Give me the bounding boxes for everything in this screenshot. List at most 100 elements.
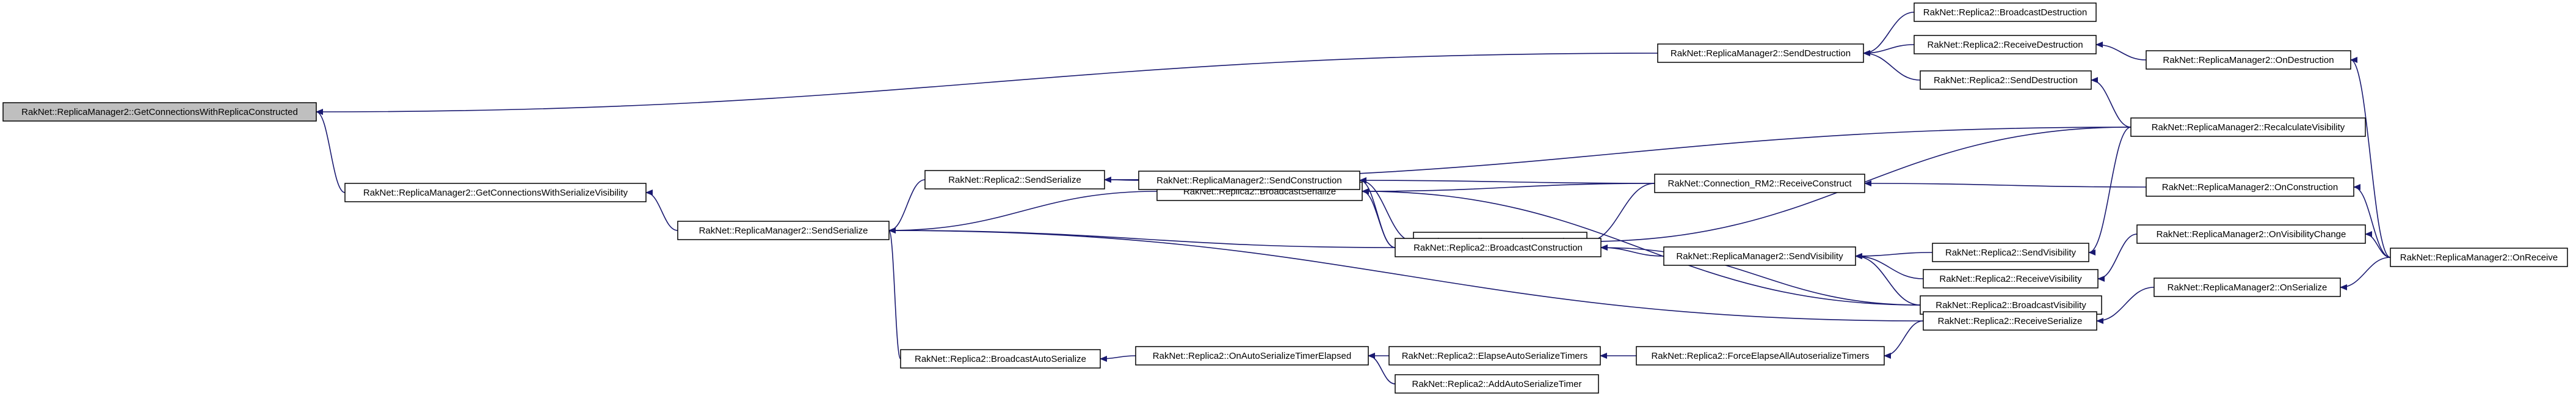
graph-node[interactable]: RakNet::Replica2::ElapseAutoSerializeTim… <box>1388 346 1601 366</box>
edge-arrow <box>1362 188 1921 306</box>
graph-node[interactable]: RakNet::Replica2::SendVisibility <box>1932 243 2089 262</box>
node-box <box>2130 117 2366 137</box>
node-label: RakNet::Replica2::BroadcastConstruction <box>1413 243 1583 253</box>
edge-arrow <box>1855 253 1921 306</box>
node-box <box>2136 224 2366 244</box>
graph-node[interactable]: RakNet::Replica2::SendDestruction <box>1920 70 2092 90</box>
graph-node[interactable]: RakNet::Replica2::ReceiveDestruction <box>1914 35 2097 54</box>
edge-arrow <box>1359 177 1655 184</box>
graph-node[interactable]: RakNet::Replica2::BroadcastDestruction <box>1914 2 2097 22</box>
node-box <box>1654 174 1865 193</box>
graph-node[interactable]: RakNet::Replica2::ForceElapseAllAutoseri… <box>1636 346 1885 366</box>
graph-node[interactable]: RakNet::ReplicaManager2::OnDestruction <box>2146 50 2351 70</box>
node-label: RakNet::Replica2::ReceiveSerialize <box>1938 316 2083 326</box>
node-box <box>2146 50 2351 70</box>
node-label: RakNet::Replica2::ReceiveVisibility <box>1939 274 2082 284</box>
edge-arrow <box>1855 253 1924 279</box>
edge-arrow <box>1855 252 1933 259</box>
node-label: RakNet::Replica2::BroadcastAutoSerialize <box>915 354 1086 364</box>
node-box <box>1923 311 2097 331</box>
node-box <box>1395 238 1602 257</box>
graph-node[interactable]: RakNet::Replica2::BroadcastAutoSerialize <box>900 349 1101 369</box>
node-box <box>2153 278 2341 297</box>
graph-node[interactable]: RakNet::ReplicaManager2::OnVisibilityCha… <box>2136 224 2366 244</box>
edge-arrow <box>2091 77 2132 128</box>
node-label: RakNet::ReplicaManager2::SendVisibility <box>1676 251 1843 262</box>
node-label: RakNet::ReplicaManager2::SendDestruction <box>1671 48 1851 59</box>
graph-node[interactable]: RakNet::ReplicaManager2::OnConstruction <box>2146 177 2354 197</box>
node-label: RakNet::ReplicaManager2::SendSerialize <box>699 226 868 236</box>
graph-node[interactable]: RakNet::ReplicaManager2::SendDestruction <box>1657 43 1864 63</box>
edge-arrow <box>2088 127 2132 256</box>
node-box <box>1920 295 2102 315</box>
graph-node[interactable]: RakNet::Replica2::BroadcastConstruction <box>1395 238 1602 257</box>
edge-arrow <box>1884 320 1924 359</box>
node-label: RakNet::Replica2::AddAutoSerializeTimer <box>1412 379 1582 389</box>
graph-node[interactable]: RakNet::ReplicaManager2::OnReceive <box>2390 248 2568 267</box>
graph-node[interactable]: RakNet::Replica2::ReceiveSerialize <box>1923 311 2097 331</box>
graph-node[interactable]: RakNet::Replica2::OnAutoSerializeTimerEl… <box>1135 346 1369 366</box>
graph-node[interactable]: RakNet::ReplicaManager2::SendConstructio… <box>1138 171 1360 190</box>
graph-node[interactable]: RakNet::ReplicaManager2::RecalculateVisi… <box>2130 117 2366 137</box>
node-box <box>1138 171 1360 190</box>
graph-node[interactable]: RakNet::Replica2::AddAutoSerializeTimer <box>1395 374 1599 394</box>
graph-node[interactable]: RakNet::Connection_RM2::ReceiveConstruct <box>1654 174 1865 193</box>
node-label: RakNet::ReplicaManager2::OnDestruction <box>2163 55 2334 65</box>
node-label: RakNet::Replica2::SendSerialize <box>948 175 1081 185</box>
node-box <box>1135 346 1369 366</box>
edge-arrow <box>888 227 1396 248</box>
graph-node[interactable]: RakNet::ReplicaManager2::SendSerialize <box>677 221 890 240</box>
node-box <box>924 170 1105 189</box>
edge-arrow <box>2097 234 2138 282</box>
graph-node[interactable]: RakNet::ReplicaManager2::GetConnectionsW… <box>344 183 647 202</box>
edge-arrow <box>888 179 926 234</box>
node-box <box>1914 2 2097 22</box>
node-label: RakNet::Replica2::BroadcastDestruction <box>1923 7 2087 18</box>
node-box <box>1920 70 2092 90</box>
node-label: RakNet::ReplicaManager2::SendConstructio… <box>1156 175 1342 186</box>
node-box <box>2 102 317 122</box>
node-box <box>1395 374 1599 394</box>
edge-arrow <box>2350 57 2391 258</box>
edge-arrow <box>316 53 1658 115</box>
graph-node[interactable]: RakNet::Replica2::SendSerialize <box>924 170 1105 189</box>
edge-arrow <box>2353 184 2391 258</box>
node-box <box>1932 243 2089 262</box>
node-box <box>900 349 1101 369</box>
node-box <box>677 221 890 240</box>
node-label: RakNet::Replica2::ElapseAutoSerializeTim… <box>1402 351 1588 361</box>
graph-node[interactable]: RakNet::ReplicaManager2::OnSerialize <box>2153 278 2341 297</box>
node-box <box>1657 43 1864 63</box>
edge-arrow <box>2096 287 2155 324</box>
graph-node: RakNet::ReplicaManager2::GetConnectionsW… <box>2 102 317 122</box>
node-label: RakNet::ReplicaManager2::OnSerialize <box>2168 282 2327 293</box>
node-box <box>2146 177 2354 197</box>
edge-arrow <box>645 189 678 231</box>
edge-arrow <box>1368 353 1396 384</box>
node-label: RakNet::ReplicaManager2::GetConnectionsW… <box>21 107 298 117</box>
node-label: RakNet::Replica2::BroadcastVisibility <box>1936 300 2086 311</box>
edge-arrow <box>1586 183 1655 245</box>
edge-arrow <box>316 109 346 193</box>
edge-arrow <box>2095 42 2147 61</box>
node-label: RakNet::Replica2::OnAutoSerializeTimerEl… <box>1153 351 1351 361</box>
graph-node[interactable]: RakNet::Replica2::BroadcastVisibility <box>1920 295 2102 315</box>
node-box <box>344 183 647 202</box>
edge-arrow <box>2340 257 2391 290</box>
edge-arrow <box>888 227 901 359</box>
edge-arrow <box>1359 177 1414 242</box>
node-box <box>1388 346 1601 366</box>
edge-arrow <box>1100 355 1136 362</box>
edge-arrow <box>1362 188 1396 248</box>
node-label: RakNet::Replica2::SendDestruction <box>1934 75 2078 86</box>
node-label: RakNet::Replica2::ForceElapseAllAutoseri… <box>1651 351 1869 361</box>
node-box <box>1914 35 2097 54</box>
graph-node[interactable]: RakNet::ReplicaManager2::SendVisibility <box>1663 246 1856 266</box>
edge-arrow <box>1600 245 1921 306</box>
node-label: RakNet::ReplicaManager2::OnConstruction <box>2162 182 2338 193</box>
edge-arrow <box>888 191 1158 234</box>
edge-arrow <box>1359 177 1396 248</box>
node-label: RakNet::ReplicaManager2::GetConnectionsW… <box>363 188 628 198</box>
graph-node[interactable]: RakNet::Replica2::ReceiveVisibility <box>1923 269 2099 289</box>
